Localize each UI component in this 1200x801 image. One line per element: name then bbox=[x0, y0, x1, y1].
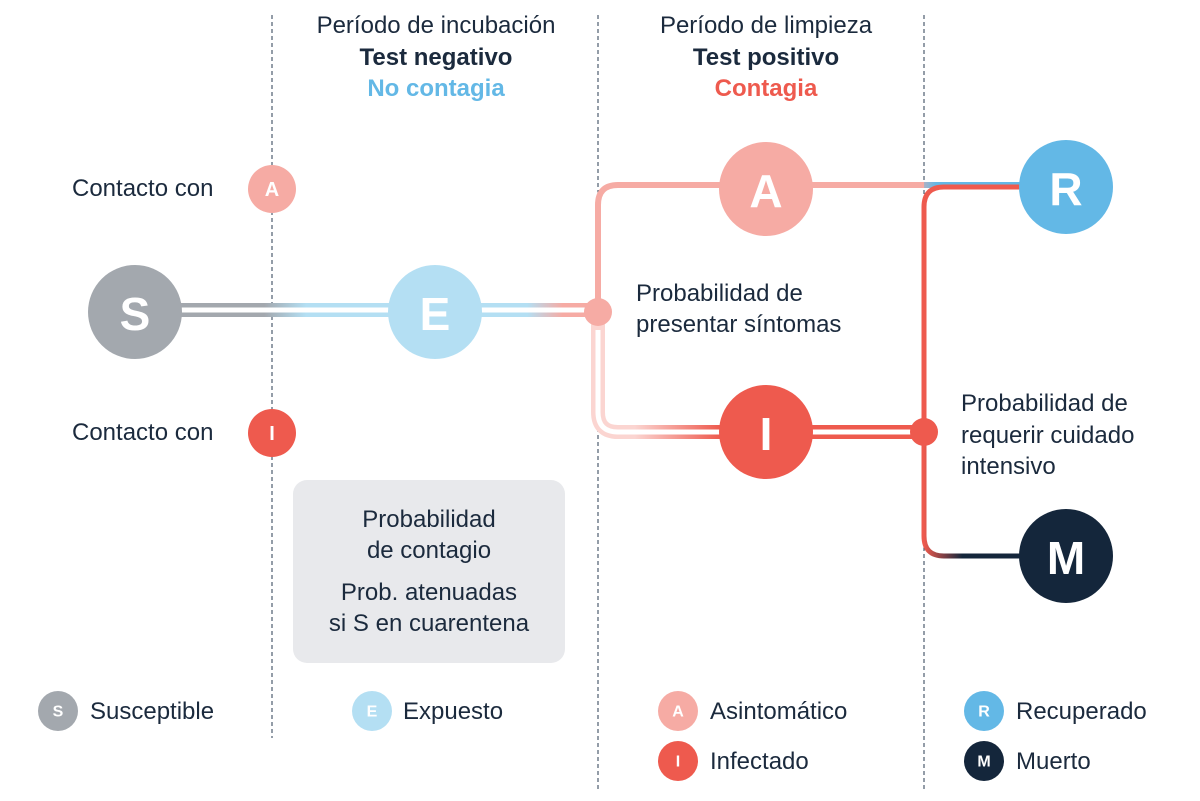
svg-text:M: M bbox=[977, 754, 990, 771]
phase-title: Período de limpieza bbox=[660, 12, 873, 39]
contact-i-label: Contacto con bbox=[72, 419, 213, 446]
svg-text:A: A bbox=[672, 704, 684, 721]
svg-text:Muerto: Muerto bbox=[1016, 748, 1091, 775]
svg-text:Recuperado: Recuperado bbox=[1016, 698, 1147, 725]
svg-text:intensivo: intensivo bbox=[961, 453, 1056, 480]
svg-text:Prob. atenuadas: Prob. atenuadas bbox=[341, 579, 517, 606]
connectors bbox=[180, 182, 1020, 559]
svg-text:Expuesto: Expuesto bbox=[403, 698, 503, 725]
node-label: S bbox=[120, 288, 151, 340]
phase-test: Test positivo bbox=[693, 44, 839, 71]
node-label: R bbox=[1049, 163, 1082, 215]
node-label: A bbox=[749, 165, 782, 217]
svg-text:presentar síntomas: presentar síntomas bbox=[636, 311, 841, 338]
prob-symptoms-label: Probabilidad de presentar síntomas bbox=[636, 280, 841, 338]
junction-dot-icu bbox=[910, 418, 938, 446]
legend-item-e: E Expuesto bbox=[352, 691, 503, 731]
contagion-info-box: Probabilidad de contagio Prob. atenuadas… bbox=[293, 480, 565, 663]
phase-cleanup-header: Período de limpieza Test positivo Contag… bbox=[660, 12, 873, 102]
node-label: E bbox=[420, 288, 451, 340]
node-a: A bbox=[719, 142, 813, 236]
contact-i-badge: I bbox=[248, 409, 296, 457]
phase-incubation-header: Período de incubación Test negativo No c… bbox=[317, 12, 556, 102]
legend-item-i: I Infectado bbox=[658, 741, 809, 781]
svg-text:I: I bbox=[269, 423, 275, 445]
node-label: I bbox=[760, 408, 773, 460]
svg-text:I: I bbox=[676, 754, 680, 771]
svg-text:E: E bbox=[367, 704, 378, 721]
svg-text:S: S bbox=[53, 704, 64, 721]
svg-text:Probabilidad de: Probabilidad de bbox=[636, 280, 803, 307]
node-e: E bbox=[388, 265, 482, 359]
legend-item-r: R Recuperado bbox=[964, 691, 1147, 731]
node-s: S bbox=[88, 265, 182, 359]
node-label: M bbox=[1047, 532, 1085, 584]
svg-text:Probabilidad: Probabilidad bbox=[362, 506, 495, 533]
node-i: I bbox=[719, 385, 813, 479]
svg-text:A: A bbox=[265, 179, 279, 201]
prob-icu-label: Probabilidad de requerir cuidado intensi… bbox=[961, 390, 1134, 480]
phase-title: Período de incubación bbox=[317, 12, 556, 39]
junction-dot-symptoms bbox=[584, 298, 612, 326]
svg-text:Infectado: Infectado bbox=[710, 748, 809, 775]
svg-text:R: R bbox=[978, 704, 990, 721]
phase-test: Test negativo bbox=[360, 44, 513, 71]
contact-a-badge: A bbox=[248, 165, 296, 213]
legend-item-m: M Muerto bbox=[964, 741, 1091, 781]
node-r: R bbox=[1019, 140, 1113, 234]
svg-text:Asintomático: Asintomático bbox=[710, 698, 847, 725]
node-m: M bbox=[1019, 509, 1113, 603]
legend: S Susceptible E Expuesto A Asintomático I In… bbox=[38, 691, 1147, 781]
phase-contagion: No contagia bbox=[367, 75, 505, 102]
svg-text:Probabilidad de: Probabilidad de bbox=[961, 390, 1128, 417]
svg-text:Susceptible: Susceptible bbox=[90, 698, 214, 725]
contact-a-label: Contacto con bbox=[72, 175, 213, 202]
svg-text:de contagio: de contagio bbox=[367, 537, 491, 564]
phase-contagion: Contagia bbox=[715, 75, 818, 102]
svg-text:si S en cuarentena: si S en cuarentena bbox=[329, 610, 530, 637]
legend-item-a: A Asintomático bbox=[658, 691, 847, 731]
legend-item-s: S Susceptible bbox=[38, 691, 214, 731]
svg-text:requerir cuidado: requerir cuidado bbox=[961, 422, 1134, 449]
